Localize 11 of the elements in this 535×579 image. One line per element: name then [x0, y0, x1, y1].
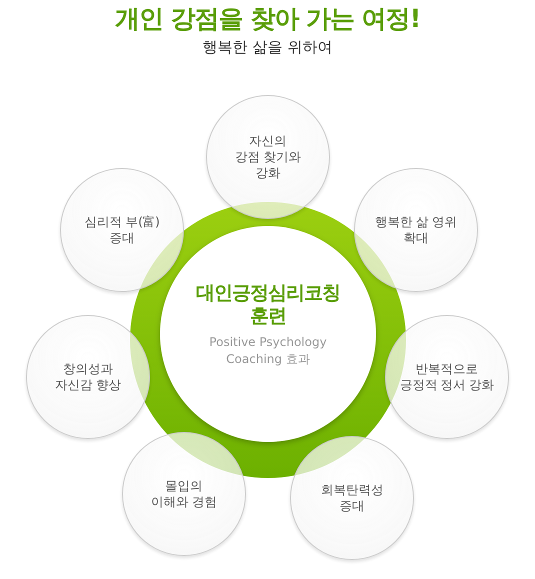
center-subtitle: Positive Psychology Coaching 효과	[209, 334, 327, 368]
title: 개인 강점을 찾아 가는 여정!	[114, 3, 422, 35]
benefit-label: 자신의 강점 찾기와 강화	[235, 132, 301, 182]
center-title: 대인긍정심리코칭 훈련	[196, 282, 340, 328]
benefit-label: 행복한 삶 영위 확대	[375, 214, 457, 246]
benefit-label: 반복적으로 긍정적 정서 강화	[400, 360, 494, 394]
benefit-label: 회복탄력성 증대	[320, 482, 384, 514]
subtitle: 행복한 삶을 위하여	[202, 38, 334, 57]
benefit-label: 심리적 부(富) 증대	[84, 214, 160, 246]
benefit-label: 창의성과 자신감 향상	[55, 360, 121, 394]
benefit-label: 몰입의 이해와 경험	[151, 478, 217, 510]
